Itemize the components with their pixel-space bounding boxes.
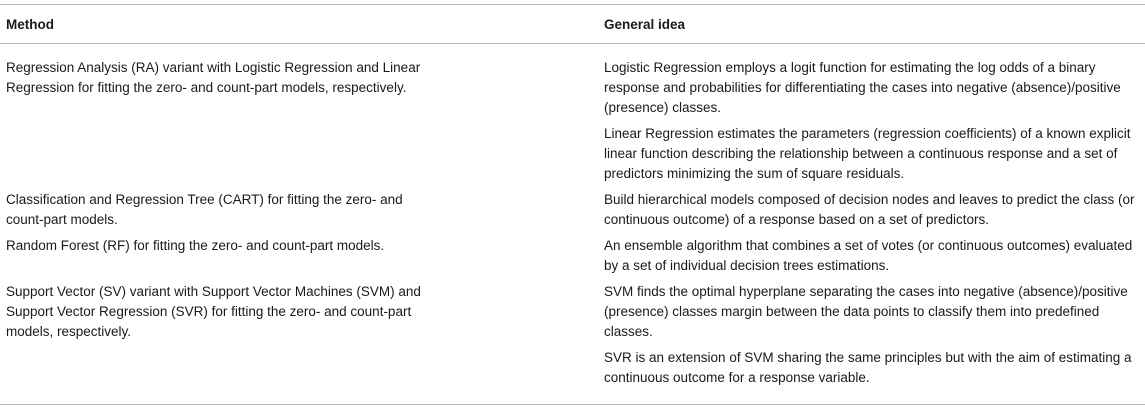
table-row: Regression Analysis (RA) variant with Lo… <box>0 58 1145 190</box>
idea-cell: SVM finds the optimal hyperplane separat… <box>598 282 1145 405</box>
header-method: Method <box>0 4 598 44</box>
method-cell: Random Forest (RF) for fitting the zero-… <box>0 236 598 282</box>
table-spacer <box>0 44 1145 59</box>
idea-cell: An ensemble algorithm that combines a se… <box>598 236 1145 282</box>
method-cell: Classification and Regression Tree (CART… <box>0 190 598 236</box>
method-text-ra: Regression Analysis (RA) variant with Lo… <box>6 60 421 95</box>
method-cell: Regression Analysis (RA) variant with Lo… <box>0 58 598 190</box>
table-row: Support Vector (SV) variant with Support… <box>0 282 1145 405</box>
idea-text-cart: Build hierarchical models composed of de… <box>604 192 1135 227</box>
idea-text-linear: Linear Regression estimates the paramete… <box>604 126 1131 181</box>
method-cell: Support Vector (SV) variant with Support… <box>0 282 598 405</box>
idea-text-svm: SVM finds the optimal hyperplane separat… <box>604 284 1128 339</box>
header-general-idea: General idea <box>598 4 1145 44</box>
idea-cell: Build hierarchical models composed of de… <box>598 190 1145 236</box>
idea-text-rf: An ensemble algorithm that combines a se… <box>604 238 1133 273</box>
table-row: Classification and Regression Tree (CART… <box>0 190 1145 236</box>
table-row: Random Forest (RF) for fitting the zero-… <box>0 236 1145 282</box>
methods-table: Method General idea Regression Analysis … <box>0 4 1145 405</box>
idea-cell: Logistic Regression employs a logit func… <box>598 58 1145 190</box>
idea-text-svr: SVR is an extension of SVM sharing the s… <box>604 350 1132 385</box>
idea-text-logistic: Logistic Regression employs a logit func… <box>604 60 1121 115</box>
table-header-row: Method General idea <box>0 4 1145 44</box>
method-text-rf: Random Forest (RF) for fitting the zero-… <box>6 238 385 253</box>
method-text-sv: Support Vector (SV) variant with Support… <box>6 284 421 339</box>
method-text-cart: Classification and Regression Tree (CART… <box>6 192 403 227</box>
